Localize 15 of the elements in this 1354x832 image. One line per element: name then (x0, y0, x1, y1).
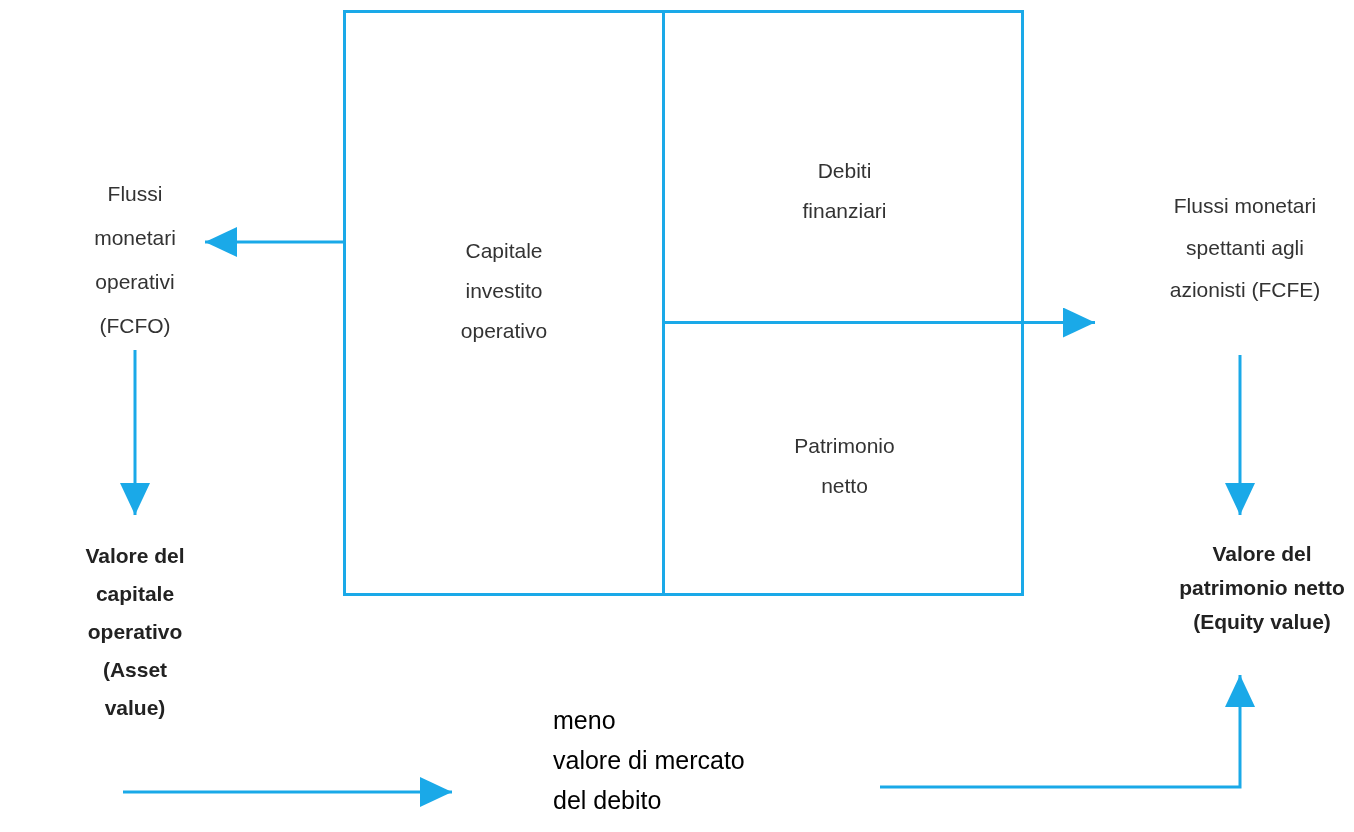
arrow (880, 675, 1255, 789)
cell-label: Capitale investito operativo (459, 238, 549, 344)
arrow (1225, 355, 1255, 515)
value-label: Valore del capitale operativo (Asset value) (84, 543, 186, 721)
note-text: valore di mercato del debito (552, 745, 746, 816)
cell-label: Patrimonio netto (793, 433, 896, 499)
flow-label: Flussi monetari operativi (FCFO) (93, 181, 177, 339)
value-label: Valore del patrimonio netto (Equity value) (1178, 541, 1346, 635)
arrow (120, 350, 150, 515)
arrow (123, 777, 452, 807)
balance-sheet-frame (343, 10, 1024, 596)
arrow (205, 227, 346, 257)
flow-label: Flussi monetari spettanti agli azionisti (FCFE) (1168, 193, 1322, 303)
note-text: meno (552, 705, 617, 736)
cell-label: Debiti finanziari (801, 158, 888, 224)
